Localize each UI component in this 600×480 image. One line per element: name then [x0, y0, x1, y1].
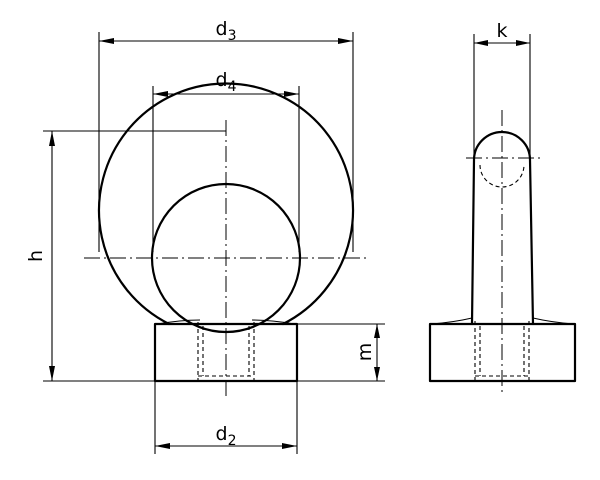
outer-ring-outline — [97, 82, 355, 326]
front-view — [84, 82, 370, 396]
label-d2: d2 — [216, 423, 237, 449]
hidden-eye-hole — [479, 164, 525, 188]
label-m: m — [354, 343, 376, 362]
label-k: k — [496, 20, 507, 42]
side-view — [428, 110, 577, 396]
label-d3: d3 — [216, 18, 237, 44]
dimension-h: h — [25, 130, 226, 382]
label-d4: d4 — [216, 69, 237, 95]
ring-fillet-right — [251, 319, 295, 325]
dimension-d3: d3 — [98, 18, 354, 252]
dimension-k: k — [473, 20, 531, 160]
dimension-d2: d2 — [154, 381, 298, 454]
hidden-thread-side — [474, 321, 530, 381]
dimension-m: m — [297, 323, 385, 382]
label-h: h — [25, 250, 47, 262]
dimension-d4: d4 — [152, 69, 300, 252]
side-fillet-right — [532, 317, 574, 325]
side-fillet-left — [431, 317, 473, 325]
ring-fillet-left — [157, 319, 201, 325]
